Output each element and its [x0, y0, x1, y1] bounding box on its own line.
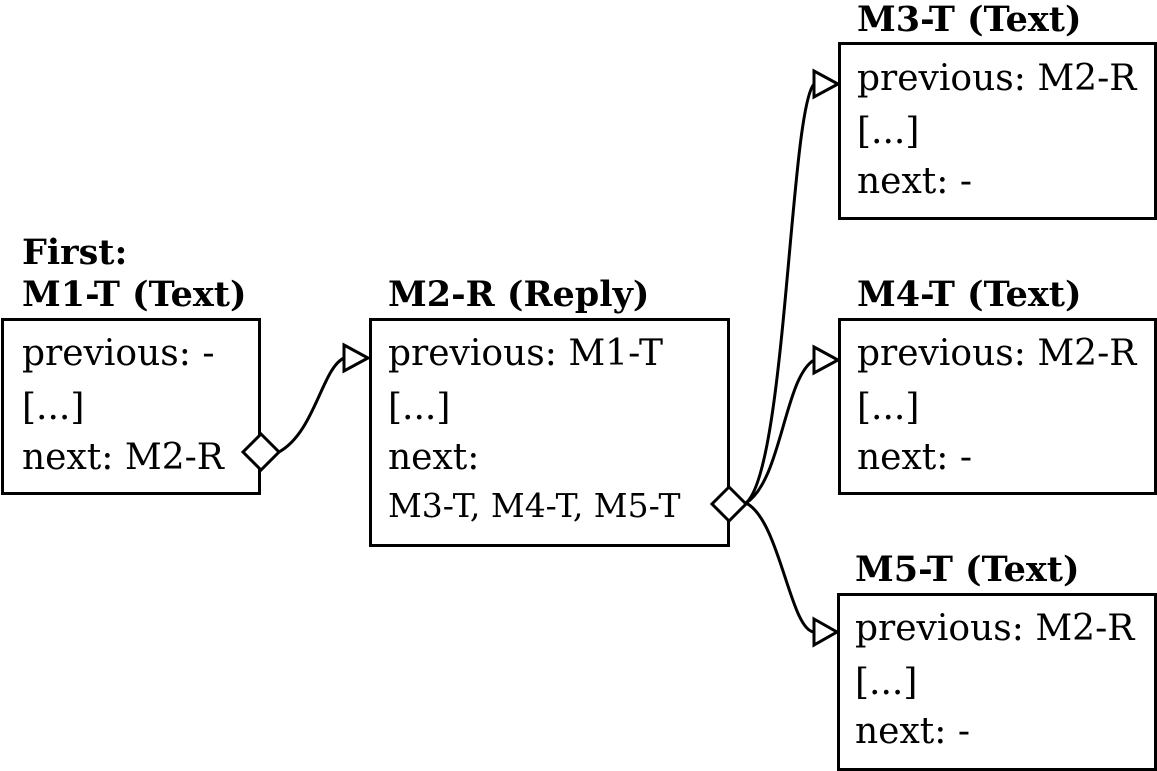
m4-body: [...]: [857, 387, 920, 428]
m4-previous: previous: M2-R: [857, 333, 1137, 374]
m2-previous: previous: M1-T: [388, 333, 663, 374]
m1-body: [...]: [22, 387, 85, 428]
link-m1-m2-arrowhead: [342, 342, 372, 374]
m5-box: [837, 593, 1157, 771]
m3-title: M3-T (Text): [857, 0, 1082, 40]
m1-header-first: First:: [22, 232, 128, 273]
link-m2-m3-arrowhead: [812, 68, 842, 100]
m3-body: [...]: [857, 111, 920, 152]
m2-box: [369, 318, 730, 547]
m1-box: [1, 318, 261, 495]
link-m2-diamond-marker: [709, 484, 749, 524]
link-m1-m2: [278, 356, 345, 454]
m2-next: next:: [388, 437, 480, 478]
m2-title: M2-R (Reply): [388, 274, 650, 315]
link-m2-m4-arrowhead: [812, 344, 842, 376]
m3-next: next: -: [857, 161, 972, 202]
m5-body: [...]: [855, 662, 918, 703]
m4-title: M4-T (Text): [857, 274, 1082, 315]
m5-title: M5-T (Text): [855, 549, 1080, 590]
m5-next: next: -: [855, 711, 970, 752]
link-m2-m5: [745, 501, 815, 634]
m2-next-values: M3-T, M4-T, M5-T: [388, 486, 681, 525]
m1-title: M1-T (Text): [22, 274, 247, 315]
m4-next: next: -: [857, 437, 972, 478]
m3-previous: previous: M2-R: [857, 58, 1137, 99]
m1-next: next: M2-R: [22, 437, 224, 478]
link-m1-m2-diamond-marker: [240, 431, 282, 473]
m5-previous: previous: M2-R: [855, 608, 1135, 649]
m1-previous: previous: -: [22, 333, 215, 374]
m2-body: [...]: [388, 387, 451, 428]
link-m2-m4: [745, 358, 815, 505]
link-m2-m5-arrowhead: [812, 616, 841, 648]
m4-box: [838, 318, 1157, 495]
m3-box: [838, 42, 1157, 220]
link-m2-m3: [744, 82, 816, 505]
